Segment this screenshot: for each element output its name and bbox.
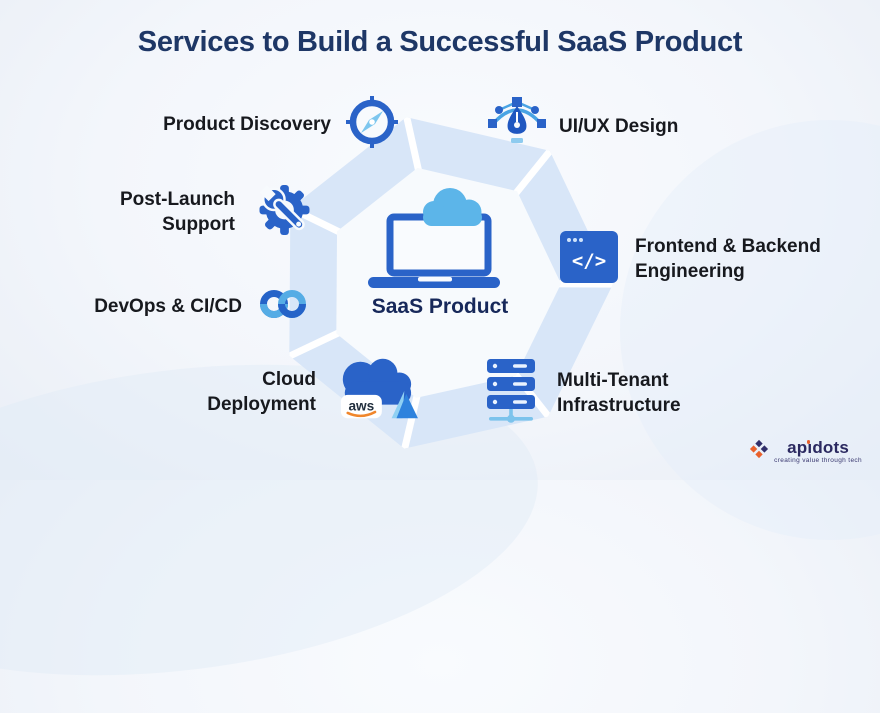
service-label: DevOps & CI/CD	[94, 295, 242, 317]
service-devops-cicd: DevOps & CI/CD	[60, 283, 312, 329]
service-label: Product Discovery	[163, 113, 331, 135]
service-frontend-backend: </> Frontend & Backend Engineering	[557, 228, 821, 290]
gear-wrench-icon	[247, 170, 327, 255]
brand-tagline: creating value through tech	[774, 456, 862, 464]
service-label: Multi-Tenant Infrastructure	[557, 370, 681, 416]
cloud-aws-azure-icon: aws	[326, 350, 426, 435]
service-label: Frontend & Backend Engineering	[635, 236, 821, 282]
service-label: UI/UX Design	[559, 115, 679, 137]
service-label: Post-Launch Support	[119, 189, 235, 235]
service-post-launch-support: Post-Launch Support	[80, 172, 327, 252]
code-window-icon: </>	[557, 226, 621, 293]
infinity-icon	[254, 282, 312, 331]
apidots-mark-icon	[749, 439, 769, 464]
i-dot	[806, 440, 811, 444]
server-stack-icon	[477, 355, 545, 432]
background-swoosh	[620, 120, 880, 540]
service-cloud-deployment: Cloud Deployment aws	[178, 352, 426, 432]
center-label: SaaS Product	[371, 295, 509, 318]
page-title: Services to Build a Successful SaaS Prod…	[137, 26, 743, 58]
service-uiux-design: UI/UX Design	[487, 94, 678, 158]
pen-tool-icon	[487, 92, 547, 161]
code-glyph: </>	[572, 250, 606, 272]
aws-logo-text: aws	[348, 398, 374, 413]
service-product-discovery: Product Discovery	[100, 94, 400, 155]
compass-icon	[344, 94, 400, 155]
service-multi-tenant: Multi-Tenant Infrastructure	[477, 357, 681, 429]
laptop-cloud-icon	[360, 181, 510, 311]
service-label: Cloud Deployment	[207, 369, 316, 415]
